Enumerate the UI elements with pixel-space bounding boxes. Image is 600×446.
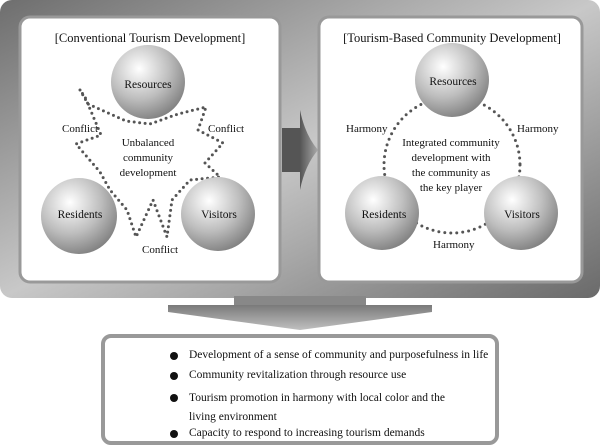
relation-label: Harmony: [433, 239, 475, 251]
center-text: community: [123, 152, 174, 164]
node-residents: [345, 176, 419, 250]
relation-label: Conflict: [208, 123, 244, 135]
node-visitors: [181, 177, 255, 251]
outcome-item: Community revitalization through resourc…: [170, 369, 406, 381]
relation-label: Conflict: [62, 123, 98, 135]
node-resources: [111, 45, 185, 119]
outcome-item: Development of a sense of community and …: [170, 349, 488, 361]
center-text: the key player: [420, 182, 483, 194]
down-arrow: [168, 296, 432, 330]
center-text: the community as: [412, 167, 490, 179]
node-resources: [415, 43, 489, 117]
left-panel-title: [Conventional Tourism Development]: [55, 31, 246, 45]
bullet-icon: [170, 430, 178, 438]
node-residents: [41, 178, 117, 254]
outcome-text: Capacity to respond to increasing touris…: [189, 427, 425, 439]
center-text: Unbalanced: [122, 137, 175, 149]
relation-label: Harmony: [517, 123, 559, 135]
node-label: Resources: [124, 79, 172, 91]
center-text: development with: [411, 152, 491, 164]
outcome-text: Community revitalization through resourc…: [189, 369, 407, 381]
outcome-item: Capacity to respond to increasing touris…: [170, 427, 425, 439]
bullet-icon: [170, 352, 178, 360]
node-label: Residents: [362, 209, 407, 221]
center-text: development: [120, 167, 177, 179]
node-label: Resources: [429, 76, 477, 88]
right-panel-title: [Tourism-Based Community Development]: [343, 31, 561, 45]
outcome-text: Tourism promotion in harmony with local …: [189, 392, 445, 423]
relation-label: Conflict: [142, 244, 178, 256]
outcome-item: Tourism promotion in harmony with local …: [170, 389, 470, 427]
node-label: Visitors: [504, 209, 540, 221]
right-arrow: [282, 110, 318, 190]
outcomes-box: [101, 334, 499, 445]
node-label: Residents: [58, 209, 103, 221]
harmony-ring: [382, 95, 522, 235]
node-label: Visitors: [201, 209, 237, 221]
outcome-text: Development of a sense of community and …: [189, 349, 489, 361]
center-text: Integrated community: [402, 137, 500, 149]
node-visitors: [484, 176, 558, 250]
bullet-icon: [170, 394, 178, 402]
bullet-icon: [170, 372, 178, 380]
relation-label: Harmony: [346, 123, 388, 135]
